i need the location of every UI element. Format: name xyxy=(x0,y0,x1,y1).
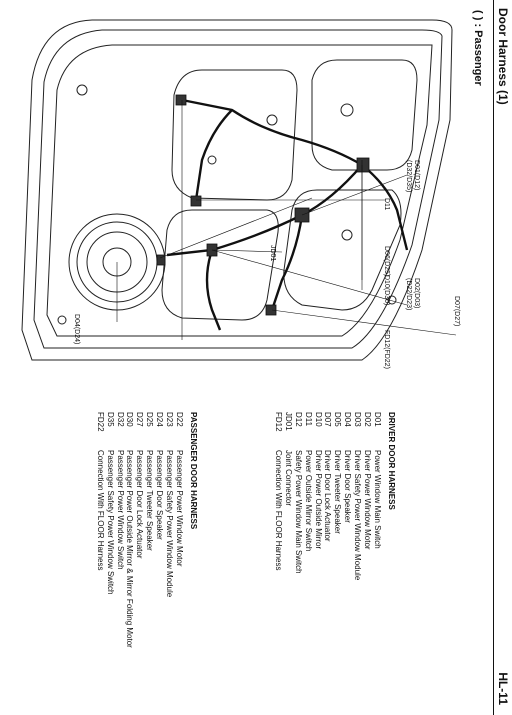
connector-d07 xyxy=(265,304,277,316)
harness-lower xyxy=(181,98,363,167)
list-item: D27Passenger Door Lock Actuator xyxy=(135,412,145,559)
list-item: D05Driver Tweeter Speaker xyxy=(333,412,343,534)
list-item: D07Driver Door Lock Actuator xyxy=(323,412,333,542)
callout-fd12: FD12(FD22) xyxy=(383,330,390,369)
harness-branch-2 xyxy=(205,249,222,331)
door-outline xyxy=(21,19,453,361)
connector-d04 xyxy=(156,254,166,266)
list-item: D22Passenger Power Window Motor xyxy=(175,412,184,567)
leader-d01 xyxy=(301,174,408,216)
list-item: D03Driver Safety Power Window Module xyxy=(353,412,363,581)
list-item: D04Driver Door Speaker xyxy=(343,412,353,523)
harness-branch-3 xyxy=(194,109,233,201)
callout-d07: D07(D27) xyxy=(453,296,460,327)
list-item: D23Passenger Safety Power Window Module xyxy=(165,412,175,598)
leader-jd01 xyxy=(211,249,283,253)
callout-d06: D06(D25) xyxy=(383,246,390,277)
list-item: FD12Connection With FLOOR Harness xyxy=(273,412,283,571)
list-item: D01Power Window Main Switch xyxy=(373,412,382,549)
harness-branch-1 xyxy=(270,214,304,311)
callout-d04: D04(D24) xyxy=(73,314,80,345)
list-item: D35Passenger Safety Power Window Switch xyxy=(105,412,115,595)
list-item: D25Passenger Tweeter Speaker xyxy=(145,412,155,551)
list-item: D12Safety Power Window Main Switch xyxy=(293,412,303,574)
list-item: D30Passenger Power Outside Mirror & Mirr… xyxy=(125,412,135,648)
driver-list: D01Power Window Main Switch D02Driver Po… xyxy=(273,412,382,580)
list-item: D24Passenger Door Speaker xyxy=(155,412,165,540)
connector-fd12 xyxy=(175,94,187,106)
callout-d02: D02(D03) (D22/D23) xyxy=(405,278,420,311)
list-item: D11Power Outside Mirror Switch xyxy=(303,412,313,552)
list-item: FD22Connection With FLOOR Harness xyxy=(95,412,105,571)
connector-d11 xyxy=(190,195,202,207)
passenger-list: D22Passenger Power Window Motor D23Passe… xyxy=(95,412,184,648)
leader-d06 xyxy=(159,197,313,259)
callout-d01: D01(D12) (D32/D35) xyxy=(405,160,420,193)
list-item: D02Driver Power Window Motor xyxy=(363,412,373,550)
leader-d07 xyxy=(271,309,457,336)
callout-jd01: JD01 xyxy=(269,245,276,262)
callout-d10: D10(D30) xyxy=(383,275,390,306)
driver-section-title: DRIVER DOOR HARNESS xyxy=(387,412,396,510)
callout-d11: D11 xyxy=(383,198,390,211)
connector-d10 xyxy=(356,157,370,173)
list-item: JD01Joint Connector xyxy=(283,412,293,507)
list-item: D10Driver Power Outside Mirror xyxy=(313,412,323,550)
list-item: D32Passenger Power Window Switch xyxy=(115,412,125,570)
passenger-section-title: PASSENGER DOOR HARNESS xyxy=(189,412,198,530)
leader-d02 xyxy=(211,249,408,306)
